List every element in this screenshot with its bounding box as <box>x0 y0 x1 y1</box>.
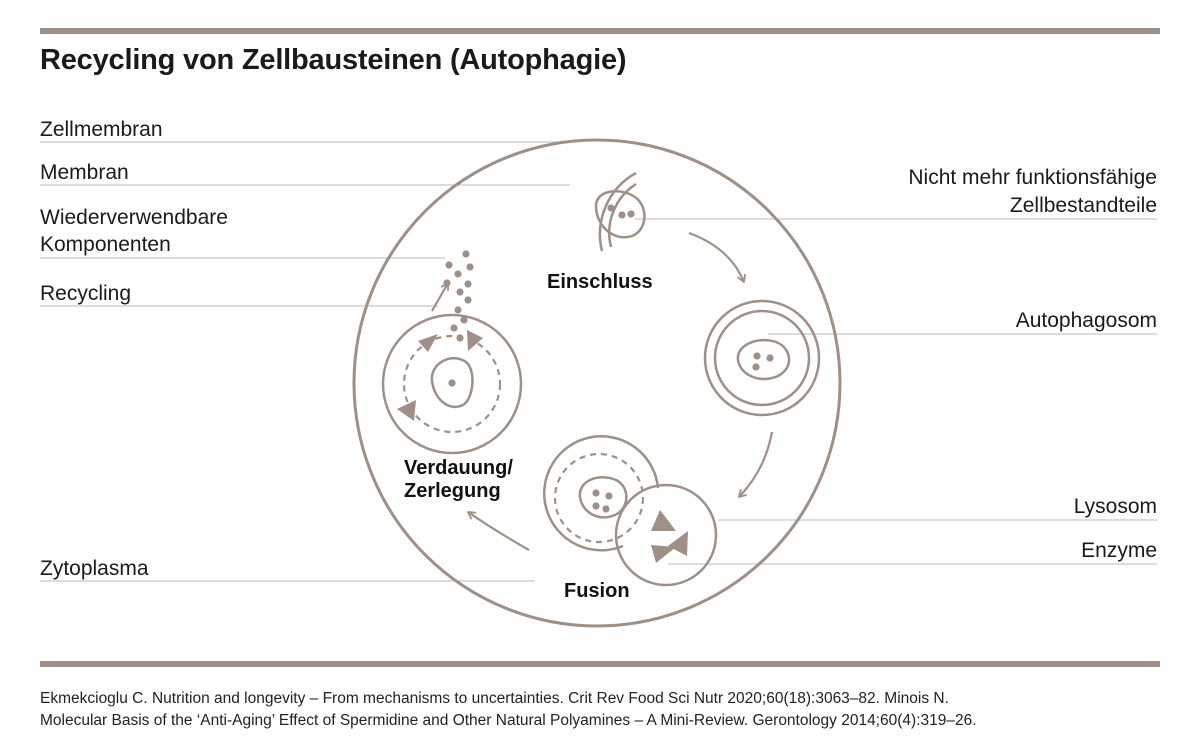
label-zytoplasma: Zytoplasma <box>40 557 149 580</box>
page-title: Recycling von Zellbausteinen (Autophagie… <box>40 44 627 76</box>
autophagy-diagram: Einschluss Fusion Verdauung/ Zerlegung Z… <box>40 118 1157 628</box>
label-nicht-mehr-line1: Nicht mehr funktionsfähige <box>908 166 1157 189</box>
phagophore-inner <box>608 182 637 248</box>
lysosome-circle <box>614 483 718 587</box>
label-wiederverwendbare-line1: Wiederverwendbare <box>40 206 228 229</box>
reference-line-1: Ekmekcioglu C. Nutrition and longevity –… <box>40 690 949 707</box>
label-wiederverwendbare-line2: Komponenten <box>40 233 171 256</box>
enzyme-triangle-3 <box>651 545 676 563</box>
engulfment-group <box>594 171 646 252</box>
arrow-autophagosom-to-fusion <box>738 431 774 498</box>
label-zellmembran: Zellmembran <box>40 118 163 141</box>
leader-lines <box>40 141 1157 582</box>
reusable-components-dots <box>443 250 474 342</box>
enzyme-triangle-2 <box>668 531 688 556</box>
fusion-group <box>543 435 718 587</box>
fusion-inner-dashed <box>553 452 645 544</box>
enzyme-triangle-1 <box>651 510 676 531</box>
bottom-rule <box>40 661 1160 667</box>
arrow-einschluss-to-autophagosom <box>688 231 746 283</box>
damaged-organelle <box>594 189 646 239</box>
references: Ekmekcioglu C. Nutrition and longevity –… <box>40 688 1170 732</box>
stage-verdauung-line2: Zerlegung <box>404 480 501 502</box>
autophagosome-group <box>703 299 821 417</box>
stage-einschluss: Einschluss <box>547 271 653 293</box>
stage-verdauung-line1: Verdauung/ <box>404 457 513 479</box>
arrow-fusion-to-verdauung <box>467 511 530 551</box>
cell-membrane-circle <box>352 138 842 628</box>
label-enzyme: Enzyme <box>1081 539 1157 562</box>
label-recycling: Recycling <box>40 282 131 305</box>
phagophore-outer <box>598 171 637 252</box>
label-autophagosom: Autophagosom <box>1016 309 1157 332</box>
recycling-arrow <box>431 282 449 312</box>
label-lysosom: Lysosom <box>1074 495 1157 518</box>
cycle-arrows <box>467 231 774 551</box>
label-nicht-mehr-line2: Zellbestandteile <box>1010 194 1157 217</box>
top-rule <box>40 28 1160 34</box>
reference-line-2: Molecular Basis of the ‘Anti-Aging’ Effe… <box>40 712 977 729</box>
label-membran: Membran <box>40 161 129 184</box>
stage-fusion: Fusion <box>564 580 630 602</box>
digestion-group <box>381 313 523 455</box>
